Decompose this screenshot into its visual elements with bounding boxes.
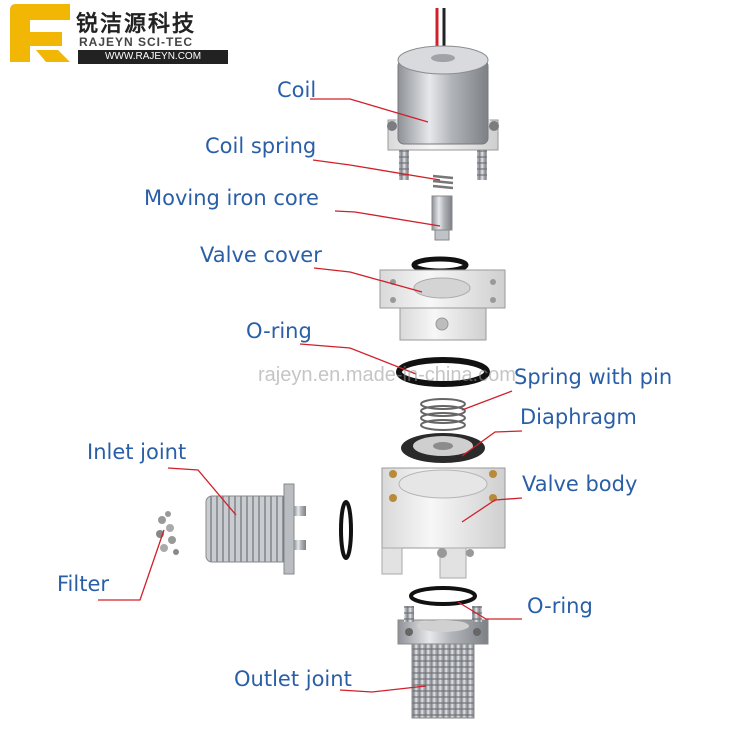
label-spring-with-pin: Spring with pin <box>514 365 673 389</box>
leader-line-o-ring-lower <box>457 601 522 620</box>
leader-line-spring-with-pin <box>461 390 513 411</box>
watermark-text: rajeyn.en.made-in-china.com <box>258 364 516 386</box>
outlet-joint-part <box>397 606 489 719</box>
brand-name-cn: 锐洁源科技 <box>76 12 197 37</box>
leader-line-valve-body <box>461 497 523 523</box>
label-coil: Coil <box>277 78 317 102</box>
label-filter: Filter <box>57 572 110 596</box>
leader-line-o-ring-upper <box>299 343 417 375</box>
moving-iron-core-part <box>431 195 453 241</box>
coil-part <box>387 8 499 180</box>
brand-logo-icon <box>10 4 70 62</box>
label-o-ring-upper: O-ring <box>246 319 312 343</box>
inlet-joint-part <box>205 483 306 575</box>
leader-line-filter <box>98 529 165 601</box>
label-moving-iron-core: Moving iron core <box>144 186 319 210</box>
label-o-ring-lower: O-ring <box>527 594 593 618</box>
leader-line-valve-cover <box>313 267 423 293</box>
o-ring-side-part <box>339 500 353 560</box>
brand-name-en: RAJEYN SCI-TEC <box>79 35 194 49</box>
valve-body-part <box>381 467 506 579</box>
o-ring-lower-part <box>409 586 477 606</box>
leader-line-moving-iron-core <box>334 210 441 227</box>
coil-spring-part <box>432 174 454 190</box>
label-coil-spring: Coil spring <box>205 134 317 158</box>
label-valve-body: Valve body <box>522 472 638 496</box>
leader-line-coil-spring <box>312 159 441 181</box>
leader-lines <box>98 98 523 693</box>
leader-line-coil <box>310 98 429 123</box>
label-outlet-joint: Outlet joint <box>234 667 352 691</box>
diaphragm-part <box>401 433 485 463</box>
leader-line-diaphragm <box>461 430 523 457</box>
label-valve-cover: Valve cover <box>200 243 322 267</box>
label-diaphragm: Diaphragm <box>520 405 637 429</box>
filter-part <box>156 511 179 555</box>
leader-line-inlet-joint <box>167 467 237 516</box>
leader-line-outlet-joint <box>339 685 427 693</box>
valve-cover-part <box>379 256 506 341</box>
brand-url: WWW.RAJEYN.COM <box>78 50 228 64</box>
label-inlet-joint: Inlet joint <box>87 440 187 464</box>
spring-with-pin-part <box>420 398 466 431</box>
o-ring-upper-part <box>396 357 490 387</box>
